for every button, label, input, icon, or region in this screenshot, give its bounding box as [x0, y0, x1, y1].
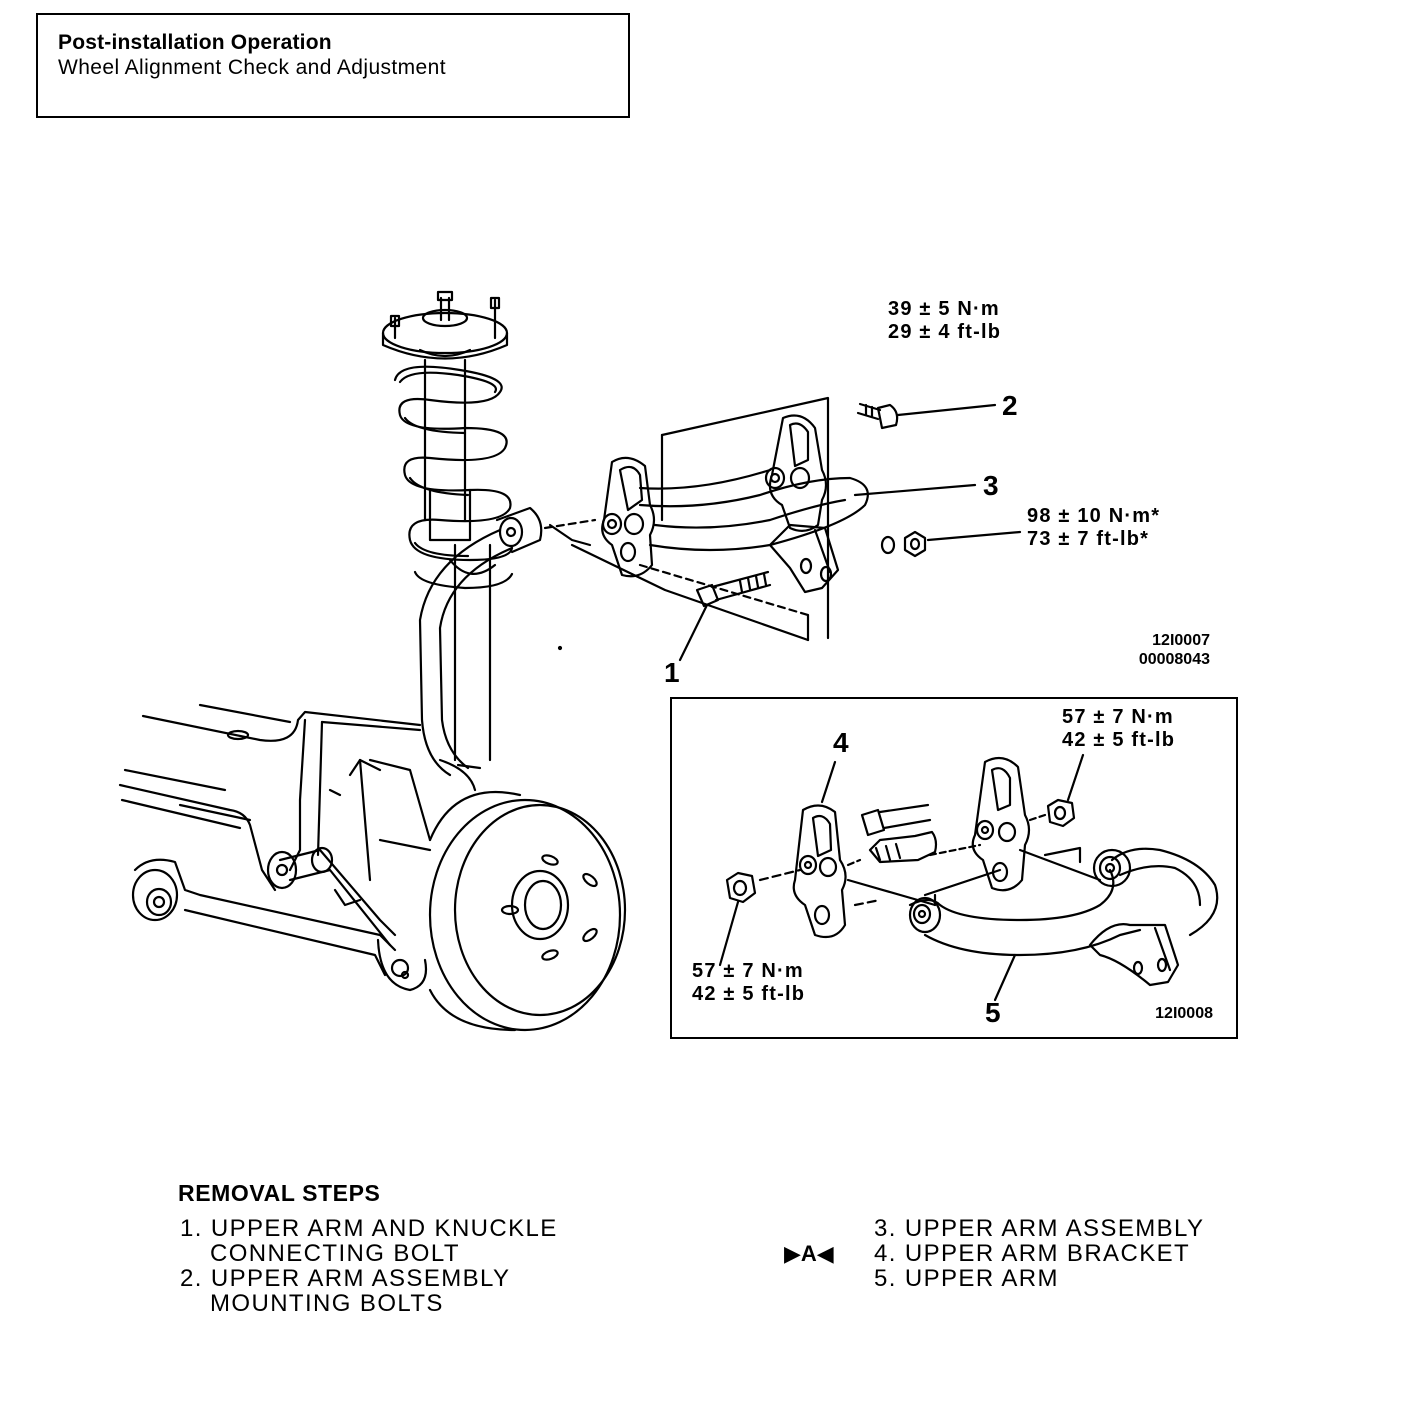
figure-code-inset: 12I0008 [1155, 1005, 1213, 1022]
step-1-line1: 1. UPPER ARM AND KNUCKLE [180, 1215, 558, 1242]
torque-inset-left: 57 ± 7 N·m 42 ± 5 ft-lb [692, 960, 805, 1006]
inset-frame [670, 697, 1238, 1039]
step-2-line1: 2. UPPER ARM ASSEMBLY [180, 1265, 511, 1292]
torque-inset-top-ftlb: 42 ± 5 ft-lb [1062, 729, 1176, 751]
brake-drum [428, 758, 627, 1032]
torque-bolt2-ftlb: 29 ± 4 ft-lb [888, 321, 1002, 343]
torque-nut1-nm: 98 ± 10 N·m* [1027, 505, 1161, 527]
strut-assembly [381, 290, 543, 777]
figure-code-main-2: 00008043 [1138, 651, 1210, 668]
note-subtitle: Wheel Alignment Check and Adjustment [58, 56, 446, 79]
upper-arm-main [543, 396, 1022, 662]
callout-4: 4 [833, 727, 849, 758]
step-3: 3. UPPER ARM ASSEMBLY [874, 1215, 1205, 1242]
torque-inset-left-ftlb: 42 ± 5 ft-lb [692, 983, 806, 1005]
step-2-line2: MOUNTING BOLTS [210, 1290, 444, 1317]
torque-nut1: 98 ± 10 N·m* 73 ± 7 ft-lb* [1027, 505, 1160, 551]
callout-2: 2 [1002, 390, 1018, 421]
callout-5: 5 [985, 997, 1001, 1028]
post-installation-note: Post-installation Operation Wheel Alignm… [36, 13, 630, 118]
figure-code-main: 12I0007 00008043 [1110, 631, 1210, 669]
callout-3: 3 [983, 470, 999, 501]
step-1-line2: CONNECTING BOLT [210, 1240, 460, 1267]
service-mark-a: ▶A◀ [784, 1241, 834, 1266]
torque-nut1-ftlb: 73 ± 7 ft-lb* [1027, 528, 1150, 550]
note-title: Post-installation Operation [58, 31, 332, 54]
torque-inset-top: 57 ± 7 N·m 42 ± 5 ft-lb [1062, 706, 1175, 752]
torque-inset-left-nm: 57 ± 7 N·m [692, 960, 804, 982]
step-4: 4. UPPER ARM BRACKET [874, 1240, 1191, 1267]
crossmember [118, 703, 432, 992]
callout-1: 1 [664, 657, 680, 688]
figure-code-main-1: 12I0007 [1152, 632, 1210, 649]
removal-steps-title: REMOVAL STEPS [178, 1180, 381, 1206]
torque-inset-top-nm: 57 ± 7 N·m [1062, 706, 1174, 728]
step-5: 5. UPPER ARM [874, 1265, 1059, 1292]
torque-bolt2: 39 ± 5 N·m 29 ± 4 ft-lb [888, 298, 1001, 344]
inset-exploded-view [718, 753, 1219, 1002]
torque-bolt2-nm: 39 ± 5 N·m [888, 298, 1000, 320]
